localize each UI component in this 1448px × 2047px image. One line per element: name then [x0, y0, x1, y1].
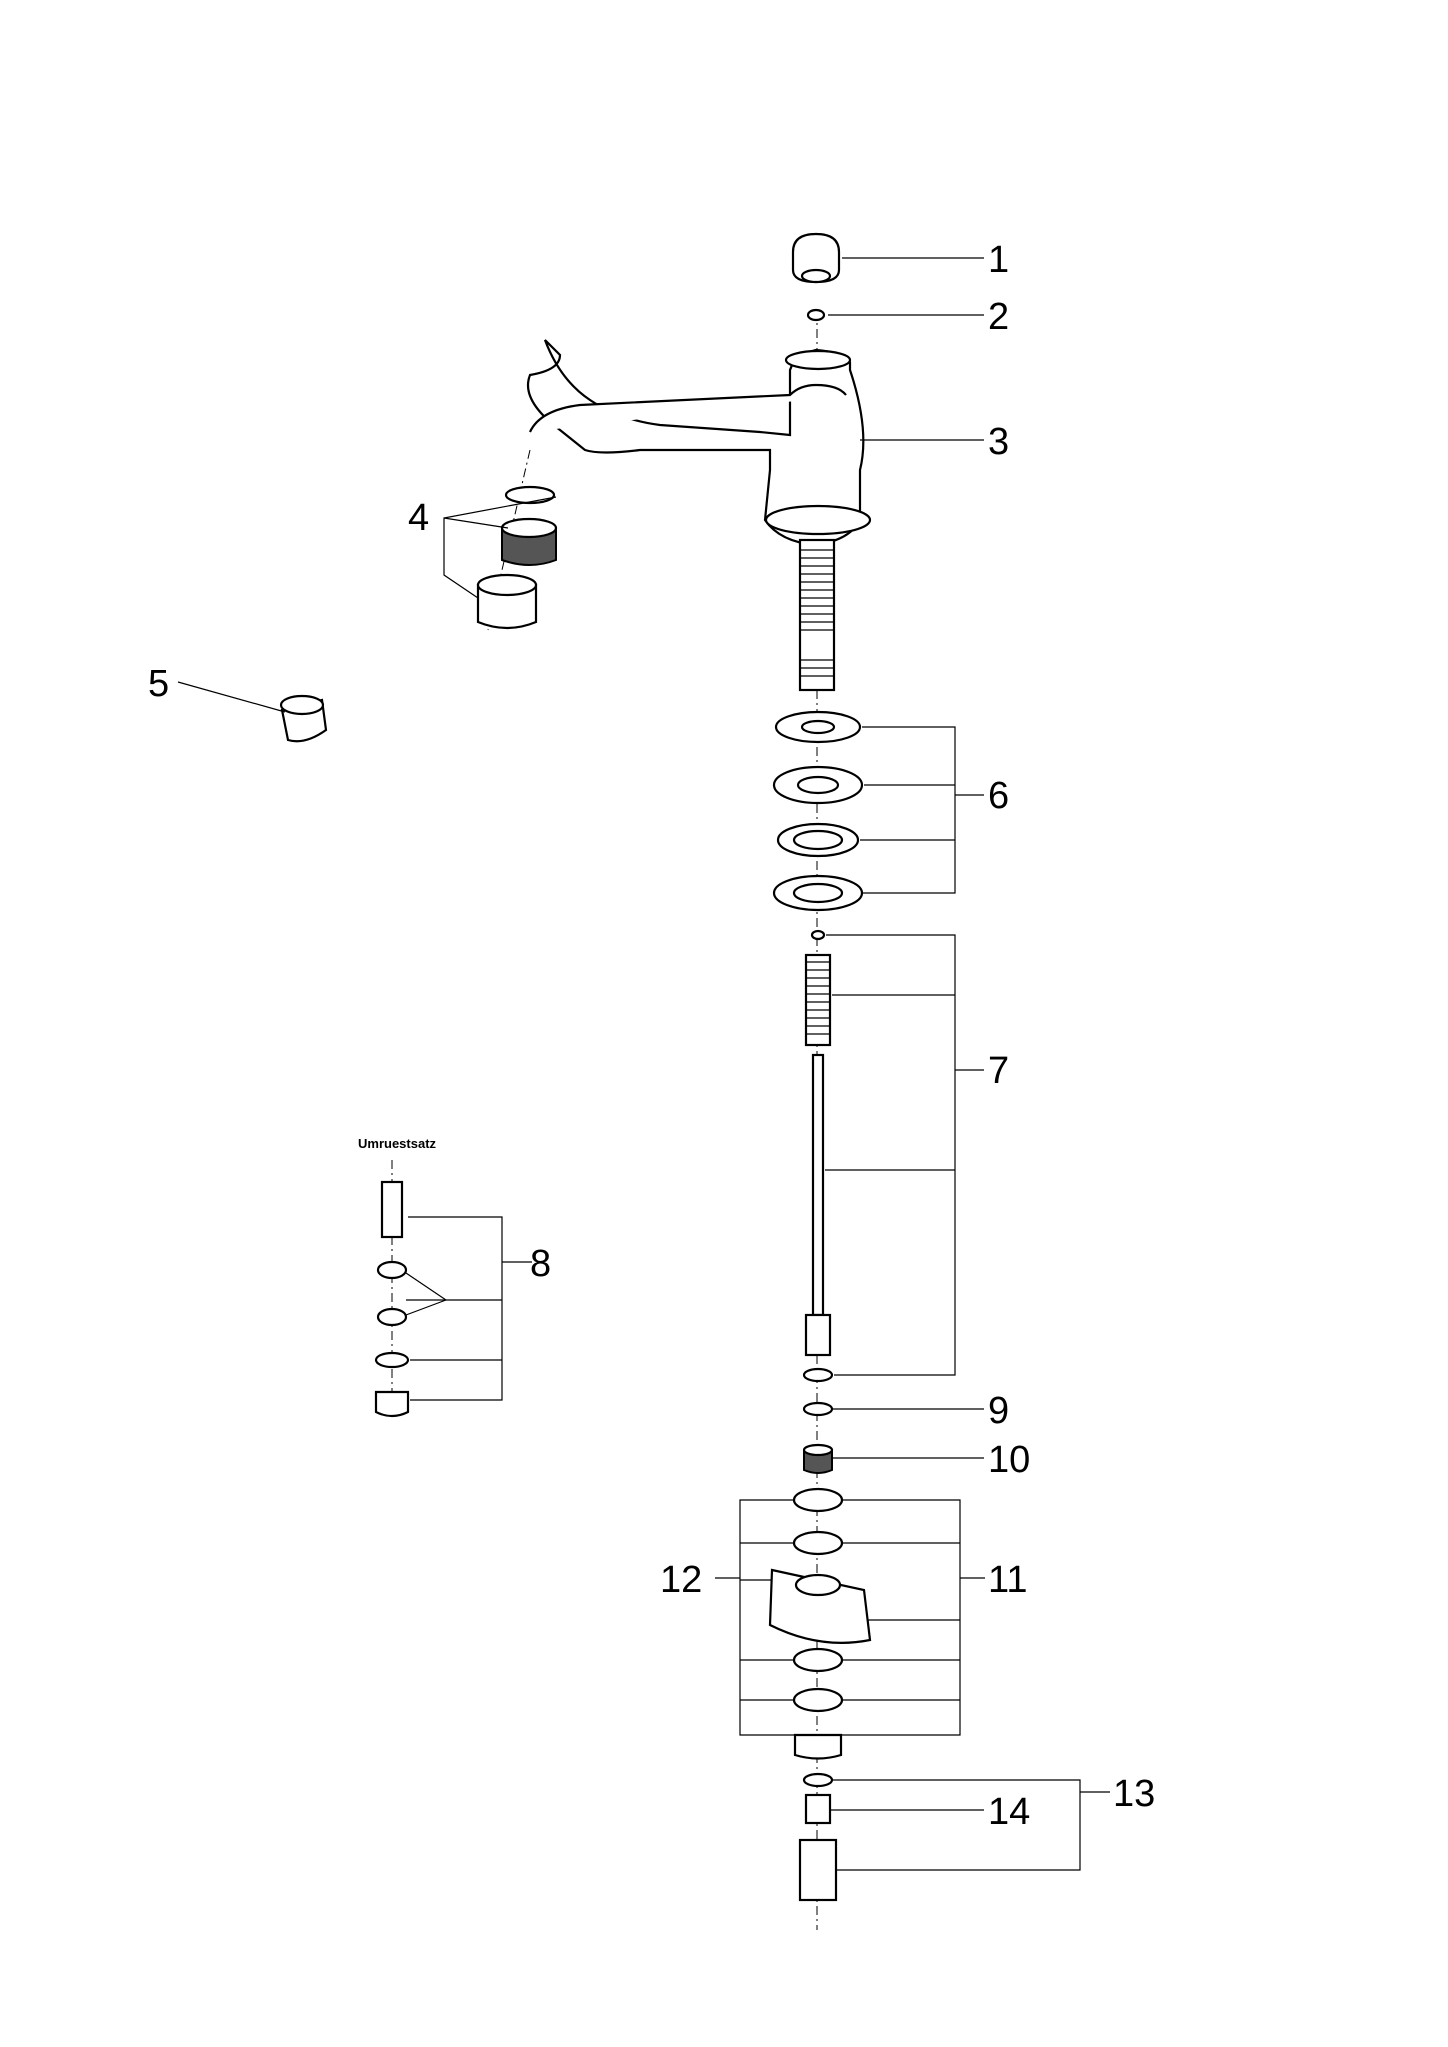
callout-12: 12 [660, 1559, 702, 1601]
callout-4: 4 [408, 497, 429, 539]
callout-10: 10 [988, 1439, 1030, 1481]
part-o-ring [802, 1401, 834, 1417]
callout-11: 11 [988, 1559, 1027, 1601]
callout-9: 9 [988, 1390, 1009, 1432]
part-aerator-single [279, 694, 328, 743]
part-nut [802, 1443, 834, 1474]
part-spring-rod [802, 929, 834, 1383]
part-lower-fitting [798, 1772, 838, 1902]
callout-5: 5 [148, 663, 169, 705]
callout-13: 13 [1113, 1773, 1155, 1815]
part-washer-stack [772, 710, 864, 912]
part-knob [791, 232, 841, 284]
part-conversion-kit [374, 1180, 410, 1418]
part-small-washer [806, 308, 826, 322]
part-spout-body [526, 339, 872, 547]
leader-lines [177, 257, 1110, 1871]
callout-8: 8 [530, 1243, 551, 1285]
part-threaded-shank [798, 538, 836, 692]
callout-7: 7 [988, 1050, 1009, 1092]
part-tee-housing [768, 1487, 872, 1760]
part-aerator-set [476, 485, 558, 630]
callout-6: 6 [988, 775, 1009, 817]
callout-2: 2 [988, 296, 1009, 338]
callout-14: 14 [988, 1791, 1030, 1833]
callout-1: 1 [988, 239, 1009, 281]
conversion-kit-note: Umruestsatz [358, 1136, 437, 1151]
callout-3: 3 [988, 421, 1009, 463]
